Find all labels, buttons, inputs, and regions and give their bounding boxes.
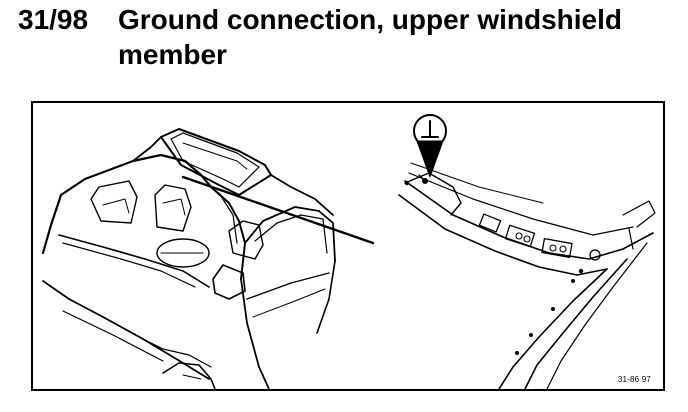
section-title: Ground connection, upper windshield memb… bbox=[118, 4, 622, 70]
figure-code: 31-86 97 bbox=[617, 375, 651, 384]
section-number: 31/98 bbox=[18, 4, 89, 35]
illustration-frame: 31-86 97 bbox=[31, 101, 665, 391]
illustration-svg bbox=[41, 114, 656, 389]
windshield-member-detail bbox=[398, 162, 656, 389]
car-view bbox=[41, 128, 375, 389]
ground-symbol-icon bbox=[413, 114, 447, 178]
